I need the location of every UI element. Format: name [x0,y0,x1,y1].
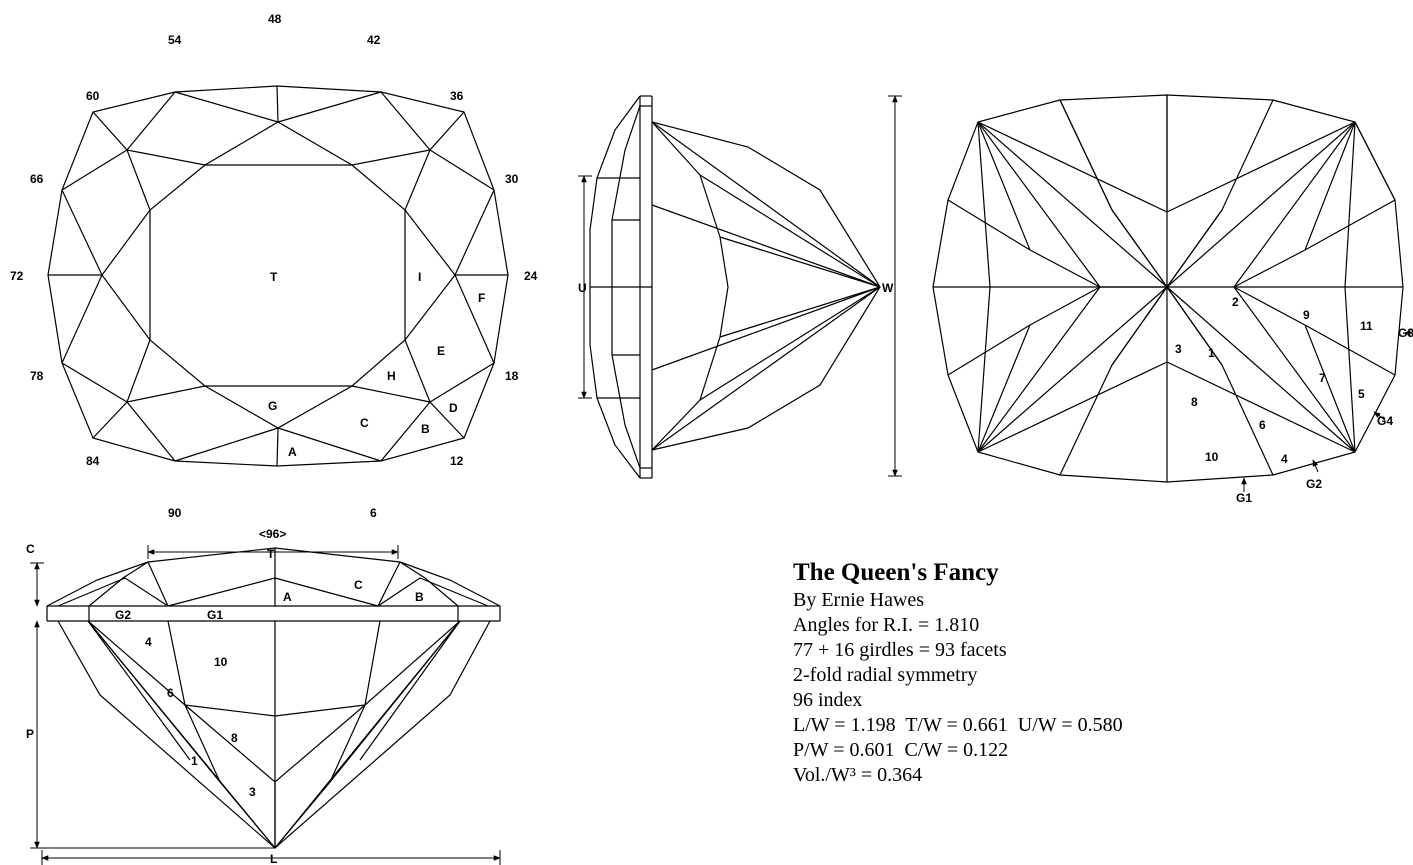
facet-label: G1 [1236,491,1252,505]
crown-view [47,85,509,467]
crown-facet-labels: T I F E H D G C B A [268,270,485,459]
info-line-symmetry: 2-fold radial symmetry [793,664,978,686]
facet-label: 10 [1205,450,1219,464]
facet-label: H [387,369,396,383]
facet-label: 3 [249,785,256,799]
index-label: 60 [86,89,100,103]
facet-label: G1 [207,608,223,622]
crown-outline [47,85,509,467]
index-label: 18 [505,369,519,383]
index-label: 66 [30,172,44,186]
index-labels: 48 54 42 60 36 66 30 72 24 78 18 84 12 9… [10,12,538,541]
dimension-label: T [267,547,275,561]
profile-view [30,545,501,865]
facet-label: A [288,445,297,459]
end-view-labels: U W [578,281,894,295]
index-label: 6 [370,506,377,520]
facet-label: B [415,590,424,604]
end-view [578,95,902,479]
facet-label: 3 [1175,342,1182,356]
dimension-label: P [26,727,34,741]
facet-label: 10 [214,655,228,669]
dimension-label: L [270,852,277,865]
info-line-ratios-1: L/W = 1.198 T/W = 0.661 U/W = 0.580 [793,714,1123,736]
facet-label: 11 [1360,319,1373,333]
index-label: 54 [168,33,182,47]
table-facet [149,164,406,387]
info-line-ri: Angles for R.I. = 1.810 [793,614,980,636]
facet-label: 1 [1208,346,1215,360]
index-label: 84 [86,454,100,468]
info-line-facets: 77 + 16 girdles = 93 facets [793,639,1007,661]
facet-label: C [360,416,369,430]
info-line-author: By Ernie Hawes [793,589,925,611]
dimension-label: W [882,281,894,295]
pavilion-view [932,94,1412,492]
index-label: 42 [367,33,381,47]
index-label: 72 [10,269,24,283]
facet-label: 1 [191,754,198,768]
facet-label: 9 [1303,308,1310,322]
index-label: 12 [450,454,464,468]
facet-label: 6 [167,686,174,700]
facet-label: D [449,401,458,415]
facet-label: T [270,270,278,284]
facet-label: I [418,270,421,284]
pavilion-facet-labels: 2 9 11 G3 3 1 7 5 G4 8 6 10 4 G1 G2 [1175,295,1413,505]
facet-label: B [421,422,430,436]
index-label: 48 [268,12,282,26]
facet-label: G [268,399,277,413]
profile-labels: C T A C B G2 G1 4 10 6 8 1 3 P L [26,542,424,865]
info-line-volume: Vol./W³ = 0.364 [793,764,923,786]
facet-label: G4 [1377,414,1393,428]
facet-label: 4 [145,635,152,649]
facet-label: 2 [1232,295,1239,309]
facet-label: 8 [1191,395,1198,409]
design-title: The Queen's Fancy [793,559,999,586]
facet-label: 6 [1259,418,1266,432]
index-label: 30 [505,172,519,186]
info-line-ratios-2: P/W = 0.601 C/W = 0.122 [793,739,1009,761]
info-line-index: 96 index [793,689,863,711]
index-label: 24 [524,269,538,283]
index-label: 78 [30,369,44,383]
facet-label: G2 [1306,477,1322,491]
facet-label: A [283,590,292,604]
facet-label: 5 [1358,387,1365,401]
facet-label: E [437,344,445,358]
facet-label: G3 [1398,326,1413,340]
dimension-label: U [578,281,587,295]
index-label: <96> [259,527,286,541]
dimension-label: C [26,542,35,556]
facet-label: 4 [1281,452,1288,466]
facet-label: C [354,578,363,592]
facet-label: 7 [1319,371,1326,385]
design-info: The Queen's Fancy By Ernie Hawes Angles … [793,558,1123,788]
index-label: 36 [450,89,464,103]
index-label: 90 [168,506,182,520]
facet-label: G2 [115,608,131,622]
facet-label: F [478,291,485,305]
facet-label: 8 [231,731,238,745]
